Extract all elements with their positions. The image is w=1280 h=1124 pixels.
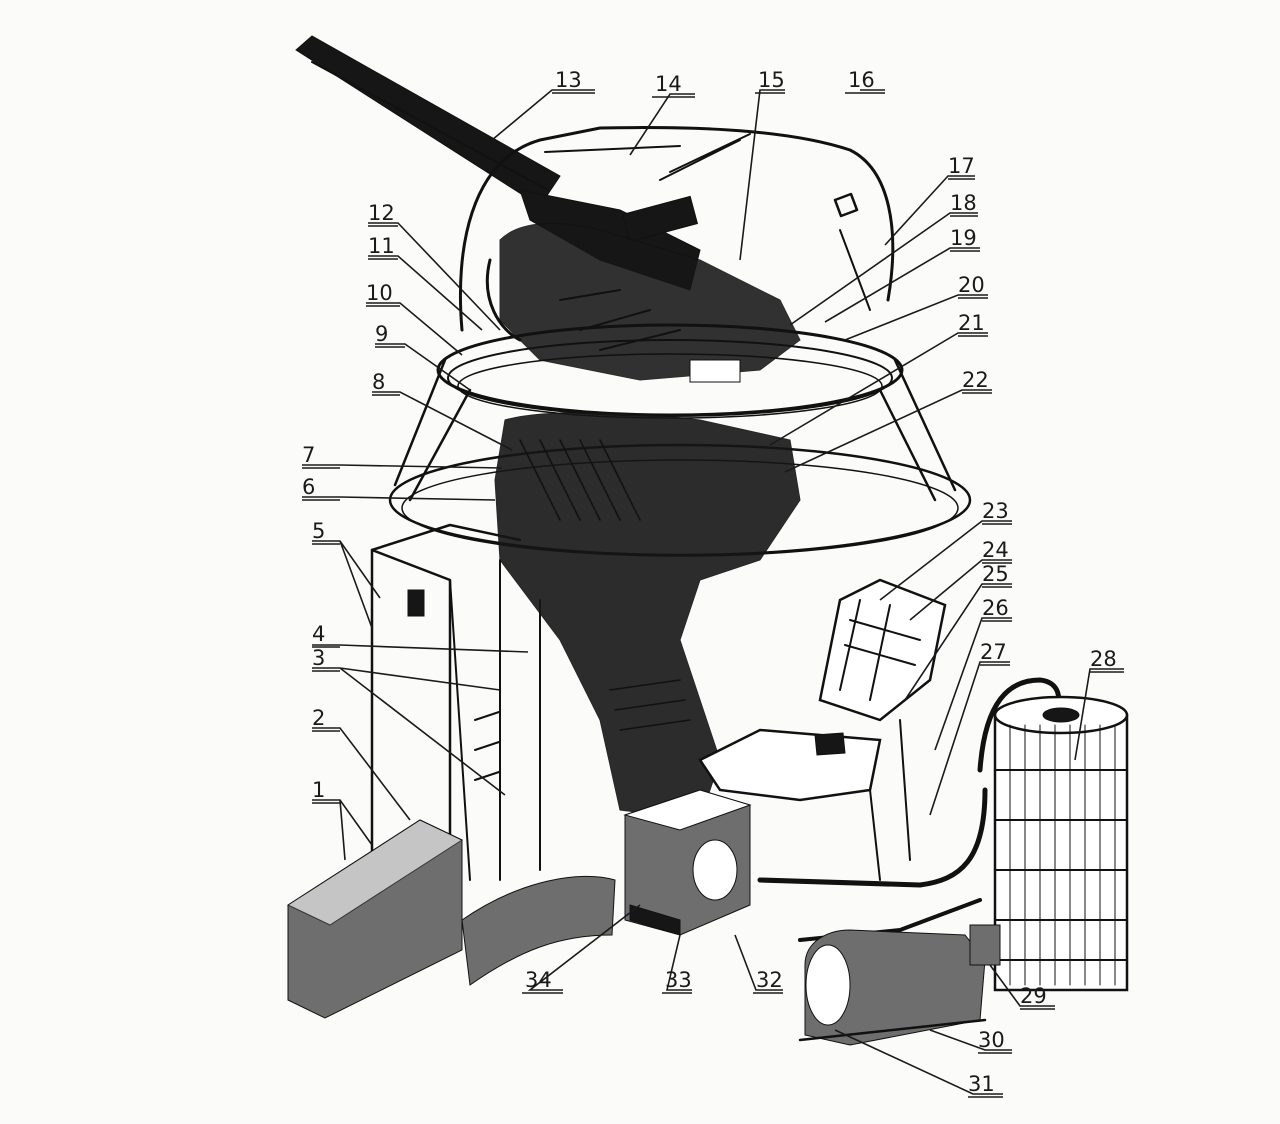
callout-labels: 1 2 3 4 5 6 7 8 9 10 11 12 13 14 15 16 1… (302, 68, 1117, 1096)
callout-label-26: 26 (982, 596, 1009, 620)
drive-gear-block (623, 789, 752, 936)
callout-label-27: 27 (980, 640, 1007, 664)
callout-label-4: 4 (312, 622, 325, 646)
turret-illustration (286, 35, 1129, 1046)
reservoir-tank (993, 695, 1129, 992)
callout-label-20: 20 (958, 273, 985, 297)
callout-label-22: 22 (962, 368, 989, 392)
callout-label-12: 12 (368, 201, 395, 225)
callout-label-21: 21 (958, 311, 985, 335)
callout-label-25: 25 (982, 562, 1009, 586)
gunner-seat (698, 578, 947, 881)
callout-underlines (302, 92, 1124, 1098)
callout-label-34: 34 (525, 968, 552, 992)
callout-label-5: 5 (312, 519, 325, 543)
callout-label-2: 2 (312, 706, 325, 730)
callout-label-7: 7 (302, 443, 315, 467)
callout-label-31: 31 (968, 1072, 995, 1096)
callout-label-13: 13 (555, 68, 582, 92)
callout-label-24: 24 (982, 538, 1009, 562)
callout-label-17: 17 (948, 154, 975, 178)
callout-label-16: 16 (848, 68, 875, 92)
callout-label-9: 9 (375, 322, 388, 346)
callout-label-10: 10 (366, 281, 393, 305)
callout-label-19: 19 (950, 226, 977, 250)
ammo-chute (494, 412, 801, 821)
turret-dome (458, 126, 895, 332)
callout-label-3: 3 (312, 646, 325, 670)
callout-label-29: 29 (1020, 984, 1047, 1008)
leader-lines (302, 89, 1124, 1095)
gun-mechanism (485, 223, 801, 383)
callout-label-32: 32 (756, 968, 783, 992)
callout-label-18: 18 (950, 191, 977, 215)
callout-label-23: 23 (982, 499, 1009, 523)
callout-label-11: 11 (368, 234, 395, 258)
callout-label-6: 6 (302, 475, 315, 499)
callout-label-15: 15 (758, 68, 785, 92)
callout-label-1: 1 (312, 778, 325, 802)
callout-label-14: 14 (655, 72, 682, 96)
pump-motor (798, 924, 1001, 1046)
callout-label-8: 8 (372, 370, 385, 394)
callout-label-30: 30 (978, 1028, 1005, 1052)
battery-box (286, 819, 616, 1019)
callout-label-28: 28 (1090, 647, 1117, 671)
callout-label-33: 33 (665, 968, 692, 992)
